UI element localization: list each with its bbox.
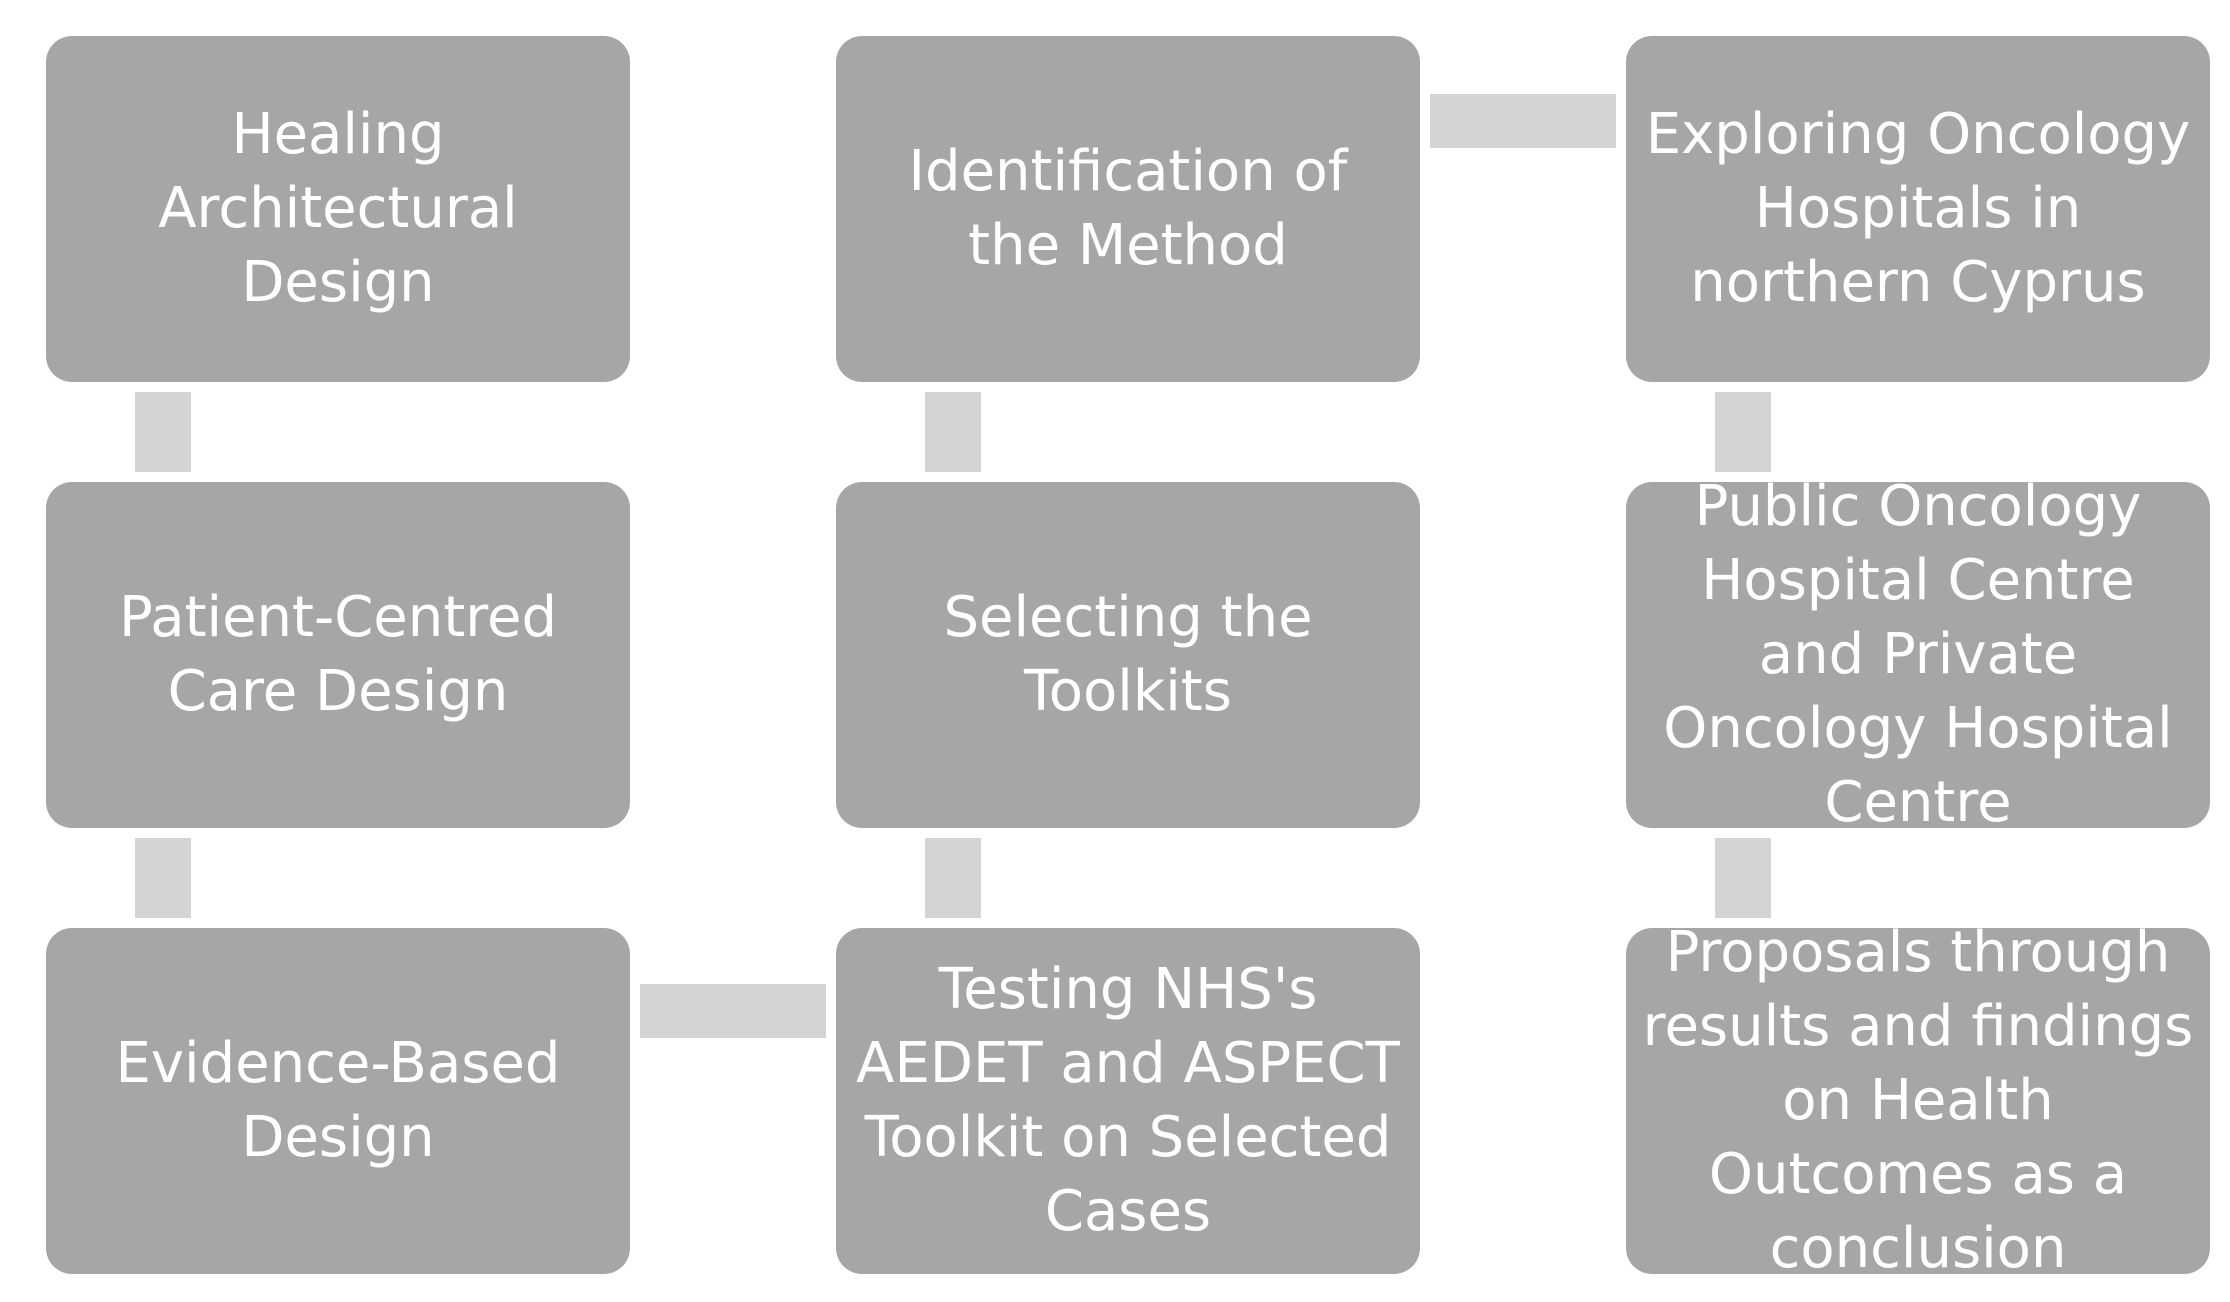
box-label: Exploring Oncology Hospitals in northern… — [1645, 102, 2191, 315]
box-exploring-oncology-hospitals: Exploring Oncology Hospitals in northern… — [1626, 36, 2210, 382]
connector-vertical — [135, 838, 191, 918]
box-proposals-conclusion: Proposals through results and findings o… — [1626, 920, 2210, 1281]
connector-vertical — [1715, 838, 1771, 918]
connector-horizontal — [1430, 94, 1616, 148]
box-selecting-the-toolkits: Selecting the Toolkits — [836, 482, 1420, 828]
connector-vertical — [925, 838, 981, 918]
connector-vertical — [1715, 392, 1771, 472]
box-label: Patient-Centred Care Design — [119, 585, 557, 724]
box-label: Identification of the Method — [908, 139, 1348, 278]
connector-horizontal — [640, 984, 826, 1038]
box-label: Public Oncology Hospital Centre and Priv… — [1663, 474, 2173, 835]
box-label: Selecting the Toolkits — [943, 585, 1313, 724]
connector-vertical — [135, 392, 191, 472]
box-evidence-based-design: Evidence-Based Design — [46, 928, 630, 1274]
box-label: Evidence-Based Design — [115, 1031, 561, 1170]
box-healing-architectural-design: Healing Architectural Design — [46, 36, 630, 382]
box-label: Healing Architectural Design — [158, 102, 518, 315]
box-label: Proposals through results and findings o… — [1642, 920, 2194, 1281]
box-public-private-oncology-centres: Public Oncology Hospital Centre and Priv… — [1626, 474, 2210, 835]
box-label: Testing NHS's AEDET and ASPECT Toolkit o… — [856, 957, 1400, 1244]
connector-vertical — [925, 392, 981, 472]
box-testing-nhs-toolkit: Testing NHS's AEDET and ASPECT Toolkit o… — [836, 928, 1420, 1274]
box-patient-centred-care-design: Patient-Centred Care Design — [46, 482, 630, 828]
box-identification-of-the-method: Identification of the Method — [836, 36, 1420, 382]
